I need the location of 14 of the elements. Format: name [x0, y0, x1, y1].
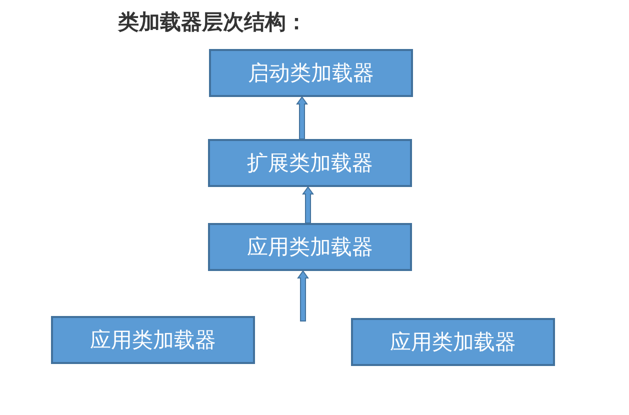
- block-arrow: [297, 270, 309, 322]
- process-box: [51, 316, 255, 364]
- box-label: 应用类加载器: [247, 234, 373, 261]
- process-box: [209, 49, 413, 97]
- box-label: 应用类加载器: [90, 327, 216, 354]
- block-arrow: [296, 96, 308, 140]
- process-box: [351, 318, 555, 366]
- box-label: 启动类加载器: [248, 60, 374, 87]
- process-box: [208, 223, 412, 271]
- box-label: 扩展类加载器: [247, 150, 373, 177]
- diagram-title: 类加载器层次结构：: [118, 9, 307, 36]
- block-arrow: [302, 186, 314, 224]
- process-box: [208, 139, 412, 187]
- box-label: 应用类加载器: [390, 329, 516, 356]
